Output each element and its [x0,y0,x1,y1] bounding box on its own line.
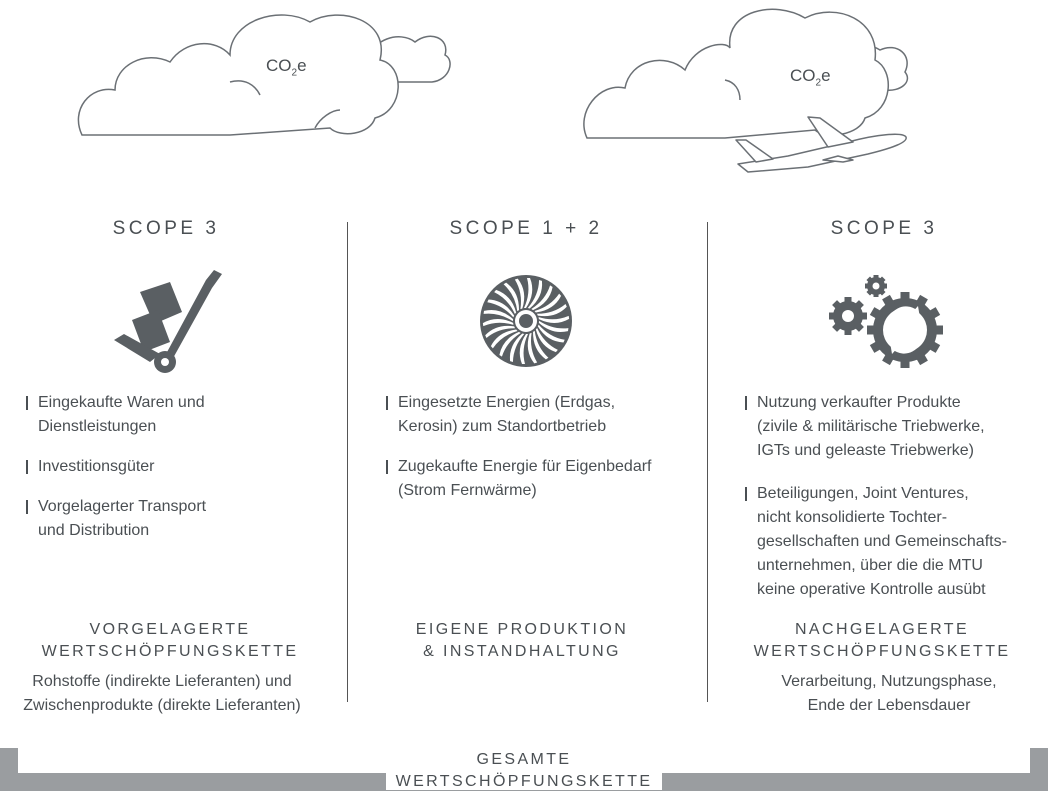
cloud-right-icon [583,8,909,139]
divider-right [707,222,708,702]
scope-title-center: SCOPE 1 + 2 [449,218,603,239]
cloud-left-icon [77,14,451,136]
bullet-purchased-energy: Zugekaufte Energie für Eigenbedarf(Strom… [386,455,652,503]
bullet-energy-used: Eingesetzte Energien (Erdgas,Kerosin) zu… [386,391,615,439]
chain-sub-downstream: Verarbeitung, Nutzungsphase,Ende der Leb… [781,673,997,714]
gears-icon [829,275,943,368]
co2-label-left: CO2e [266,56,307,79]
hand-truck-icon [114,270,222,373]
total-label-line2: WERTSCHÖPFUNGSKETTE [0,771,1048,793]
divider-left [347,222,348,702]
turbine-fan-icon [480,275,572,367]
scope-title-left: SCOPE 3 [112,218,220,239]
co2-label-right: CO2e [790,66,831,89]
chain-title-own: EIGENE PRODUKTION& INSTANDHALTUNG [415,621,629,660]
bullet-investments: Beteiligungen, Joint Ventures,nicht kons… [745,482,1007,602]
bullet-capital-goods: Investitionsgüter [26,455,155,479]
total-label-line1: GESAMTE [476,751,572,768]
scope-title-right: SCOPE 3 [830,218,938,239]
airplane-icon [735,116,907,173]
bullet-sold-products: Nutzung verkaufter Produkte(zivile & mil… [745,391,985,463]
